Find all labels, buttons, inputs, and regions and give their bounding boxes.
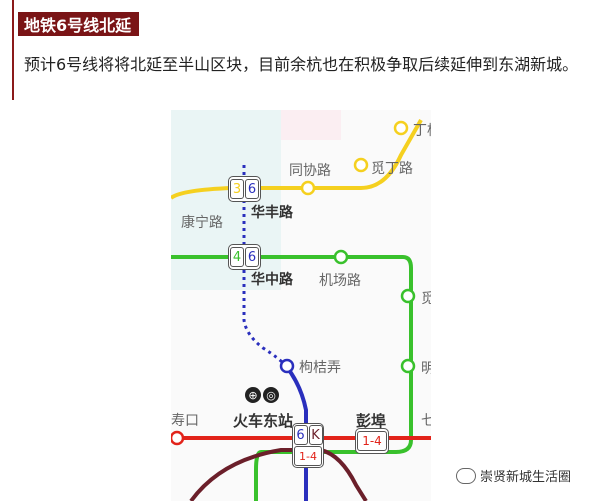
station-shoukou[interactable] (171, 430, 185, 446)
watermark-text: 崇贤新城生活圈 (479, 470, 571, 485)
station-jichang[interactable] (333, 249, 349, 265)
badge-huochedong[interactable]: 6 K 1-4 (292, 423, 324, 468)
badge-huazhong[interactable]: 4 6 (228, 244, 261, 270)
section-title: 地铁6号线北延 (18, 12, 140, 36)
article-paragraph: 预计6号线将将北延至半山区块，目前余杭也在积极争取后续延伸到东湖新城。 (24, 55, 579, 74)
badge-line-4: 4 (230, 247, 244, 267)
train-station-icon: ⊕ ◎ (245, 387, 279, 403)
label-pengbu: 彭埠 (356, 412, 387, 430)
station-tongxie[interactable] (300, 180, 316, 196)
label-huochedong: 火车东站 (233, 412, 294, 430)
label-right-3: 七 (421, 413, 431, 429)
station-right-1[interactable] (400, 288, 416, 304)
station-ding[interactable] (393, 120, 409, 136)
station-right-2[interactable] (400, 358, 416, 374)
rail-icon: ⊕ (245, 387, 261, 403)
wechat-icon (455, 467, 476, 484)
line-3-track (171, 119, 423, 200)
watermark: 崇贤新城生活圈 (451, 464, 575, 487)
line-4-track (171, 255, 413, 501)
label-kuanding: 觅丁路 (371, 161, 413, 177)
badge-line-6: 6 (293, 425, 308, 445)
metro-map: 同协路 觅丁路 丁桥 康宁路 华丰路 华中路 机场路 枸桔弄 火车东站 彭埠 寿… (171, 110, 431, 501)
badge-line-6: 6 (245, 179, 259, 199)
label-kangning: 康宁路 (181, 215, 223, 231)
line-6-extension (242, 165, 288, 368)
article-left-border (12, 0, 14, 100)
label-huazhong: 华中路 (251, 272, 293, 288)
badge-line-1-4: 1-4 (294, 446, 322, 466)
badge-line-k: K (308, 425, 323, 445)
label-goujie: 枸桔弄 (299, 360, 341, 376)
badge-line-1-4: 1-4 (357, 431, 387, 451)
badge-pengbu[interactable]: 1-4 (355, 428, 389, 454)
station-kuanding[interactable] (353, 157, 369, 173)
map-area-shade (171, 110, 281, 290)
station-goujie[interactable] (279, 358, 295, 374)
label-huafeng: 华丰路 (251, 205, 293, 221)
line-k-track (189, 448, 368, 501)
label-right-2: 明 (421, 361, 431, 377)
badge-huochedong-top: 6 K (293, 425, 323, 445)
map-area-shade-2 (281, 110, 341, 140)
label-ding: 丁桥 (413, 123, 431, 139)
badge-line-3: 3 (230, 179, 244, 199)
section-title-text: 地铁6号线北延 (24, 16, 132, 35)
badge-line-6: 6 (245, 247, 259, 267)
label-right-1: 觅 (421, 291, 431, 307)
label-jichang: 机场路 (319, 273, 361, 289)
badge-huafeng[interactable]: 3 6 (228, 176, 261, 202)
label-tongxie: 同协路 (289, 163, 331, 179)
label-shoukou: 寿口 (171, 413, 199, 429)
metro-icon: ◎ (263, 387, 279, 403)
